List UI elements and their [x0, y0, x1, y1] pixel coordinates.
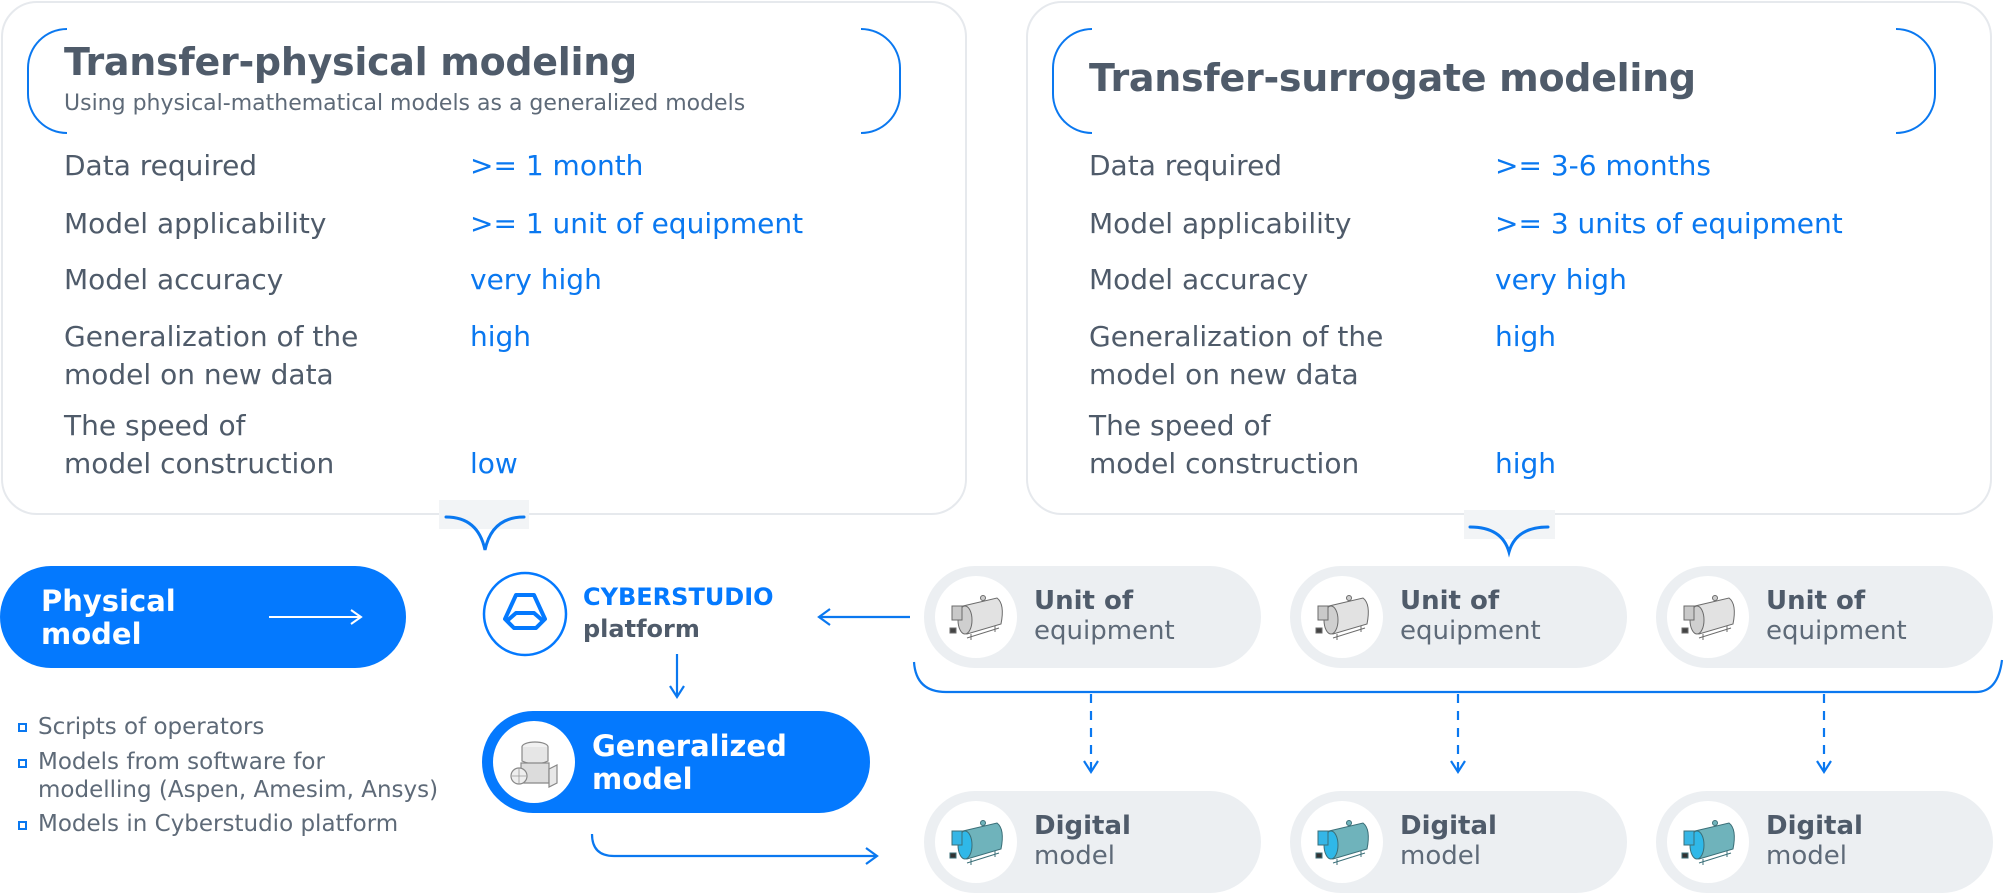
digital-model-pill: Digital model — [1656, 791, 1993, 893]
bullet-square-icon — [18, 723, 27, 732]
cyberstudio-logo-icon — [482, 571, 568, 657]
bullet-item: Scripts of operators — [38, 714, 265, 740]
arrow-head-down-icon — [1083, 760, 1099, 775]
bullet-item: Models from software for modelling (Aspe… — [38, 749, 439, 803]
unit-line2: equipment — [1766, 616, 1907, 646]
left-card-title: Transfer-physical modeling — [64, 40, 637, 84]
digital-icon-circle — [1301, 801, 1383, 883]
unit-line2: equipment — [1400, 616, 1541, 646]
arrow-head-right-icon — [865, 847, 879, 865]
unit-icon-circle — [935, 576, 1017, 658]
digital-line2: model — [1400, 841, 1481, 871]
unit-line2: equipment — [1034, 616, 1175, 646]
left-row-value: low — [470, 447, 518, 480]
generalized-model-line1: Generalized — [592, 729, 787, 763]
digital-line1: Digital — [1766, 811, 1863, 841]
unit-of-equipment-pill: Unit of equipment — [1656, 566, 1993, 668]
right-row-value: very high — [1495, 263, 1627, 296]
cyberstudio-platform: CYBERSTUDIO platform — [482, 571, 782, 657]
digital-boiler-icon — [949, 820, 1003, 865]
left-connector-tab — [439, 500, 529, 529]
left-row-value: >= 1 month — [470, 149, 644, 182]
transfer-physical-card — [1, 1, 967, 515]
left-row-label: Model applicability — [64, 207, 327, 240]
boiler-equipment-icon — [1681, 595, 1735, 640]
digital-line2: model — [1034, 841, 1115, 871]
platform-brand: CYBERSTUDIO — [583, 583, 774, 611]
boiler-equipment-icon — [1315, 595, 1369, 640]
digital-line2: model — [1766, 841, 1847, 871]
digital-icon-circle — [935, 801, 1017, 883]
digital-icon-circle — [1667, 801, 1749, 883]
digital-line1: Digital — [1400, 811, 1497, 841]
right-row-label: Data required — [1089, 149, 1283, 182]
generalized-model-icon — [510, 741, 558, 788]
boiler-equipment-icon — [949, 595, 1003, 640]
physical-model-line2: model — [41, 617, 142, 651]
digital-boiler-icon — [1315, 820, 1369, 865]
left-row-value: very high — [470, 263, 602, 296]
generalized-to-digital-arrow — [590, 833, 876, 858]
arrow-head-down-icon — [1816, 760, 1832, 775]
unit-of-equipment-pill: Unit of equipment — [924, 566, 1261, 668]
bullet-square-icon — [18, 821, 27, 830]
bullet-square-icon — [18, 759, 27, 768]
bullet-item: Models in Cyberstudio platform — [38, 811, 399, 837]
arrow-head-down-icon — [669, 685, 685, 700]
right-row-label: Model accuracy — [1089, 263, 1309, 296]
right-row-value: >= 3 units of equipment — [1495, 207, 1843, 240]
left-row-label: Data required — [64, 149, 258, 182]
right-row-value: >= 3-6 months — [1495, 149, 1711, 182]
arrow-head-down-icon — [1450, 760, 1466, 775]
physical-model-line1: Physical — [41, 584, 176, 618]
right-row-value: high — [1495, 447, 1557, 480]
digital-model-pill: Digital model — [924, 791, 1261, 893]
left-row-label: Model accuracy — [64, 263, 284, 296]
unit-line1: Unit of — [1766, 586, 1866, 616]
generalized-model-pill: Generalized model — [482, 711, 870, 813]
left-row-value: >= 1 unit of equipment — [470, 207, 804, 240]
right-card-title: Transfer-surrogate modeling — [1089, 56, 1696, 100]
unit-line1: Unit of — [1034, 586, 1134, 616]
generalized-model-line2: model — [592, 762, 693, 796]
unit-icon-circle — [1301, 576, 1383, 658]
generalized-icon-circle — [493, 721, 575, 803]
unit-icon-circle — [1667, 576, 1749, 658]
right-row-value: high — [1495, 320, 1557, 353]
digital-boiler-icon — [1681, 820, 1735, 865]
arrow-head-left-icon — [817, 608, 831, 626]
arrow-right-icon — [269, 609, 363, 625]
unit-line1: Unit of — [1400, 586, 1500, 616]
platform-label: platform — [583, 615, 700, 643]
right-connector-tab — [1464, 510, 1555, 539]
right-row-label: Model applicability — [1089, 207, 1352, 240]
left-row-value: high — [470, 320, 532, 353]
unit-of-equipment-pill: Unit of equipment — [1290, 566, 1627, 668]
left-card-subtitle: Using physical-mathematical models as a … — [64, 91, 746, 116]
digital-line1: Digital — [1034, 811, 1131, 841]
digital-model-pill: Digital model — [1290, 791, 1627, 893]
physical-model-pill: Physical model — [0, 566, 406, 668]
